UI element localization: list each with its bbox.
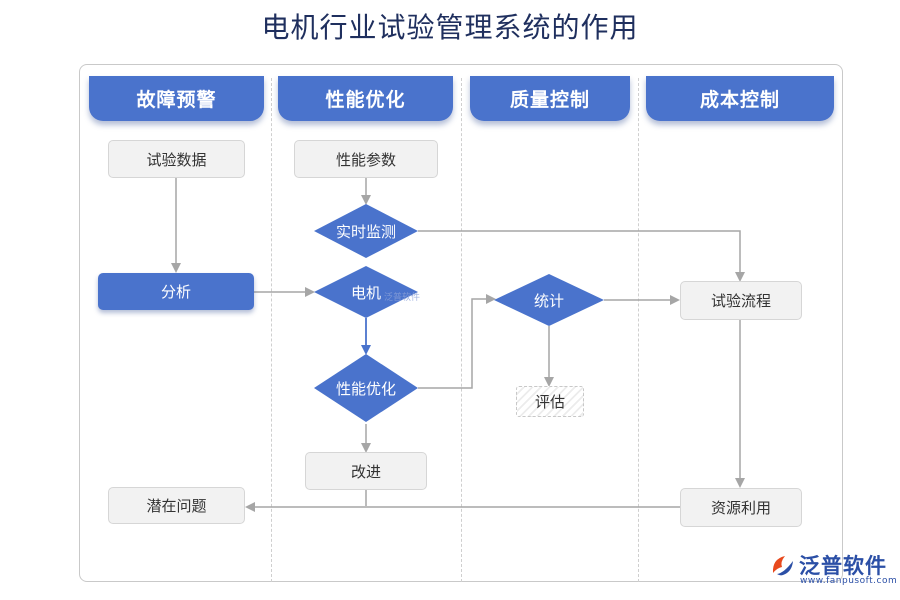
lane-divider (638, 78, 639, 582)
node-analysis: 分析 (98, 273, 254, 310)
lane-header-cost: 成本控制 (646, 76, 834, 121)
diamond-performance-optimize (314, 354, 418, 422)
watermark-text: 泛普软件 (384, 293, 421, 303)
brand-mark-icon (772, 556, 793, 576)
diamond-realtime-monitor (314, 204, 418, 258)
label-realtime-monitor: 实时监测 (335, 222, 396, 241)
lane-header-quality: 质量控制 (470, 76, 630, 121)
arrow-monitor-to-testflow (418, 230, 745, 282)
node-resource-use: 资源利用 (680, 488, 802, 527)
diamond-motor (314, 266, 418, 318)
lane-divider (271, 78, 272, 582)
page-title: 电机行业试验管理系统的作用 (261, 11, 639, 44)
lane-divider (461, 78, 462, 582)
lane-header-fault-warning: 故障预警 (89, 76, 264, 121)
diamond-statistics (494, 274, 604, 326)
label-motor: 电机 (350, 283, 381, 302)
arrow-perfopt-to-statistics (418, 294, 496, 389)
brand-url: www.fanpusoft.com (800, 576, 898, 586)
node-improve: 改进 (305, 452, 427, 490)
brand-logo: 泛普软件 (770, 550, 887, 580)
node-potential-issues: 潜在问题 (108, 487, 245, 524)
node-test-flow: 试验流程 (680, 281, 802, 320)
node-performance-params: 性能参数 (294, 140, 438, 178)
lane-header-performance: 性能优化 (278, 76, 453, 121)
node-test-data: 试验数据 (108, 140, 245, 178)
label-performance-optimize: 性能优化 (335, 379, 396, 398)
node-evaluate: 评估 (516, 386, 584, 417)
brand-name: 泛普软件 (799, 554, 887, 578)
label-statistics: 统计 (533, 291, 564, 310)
